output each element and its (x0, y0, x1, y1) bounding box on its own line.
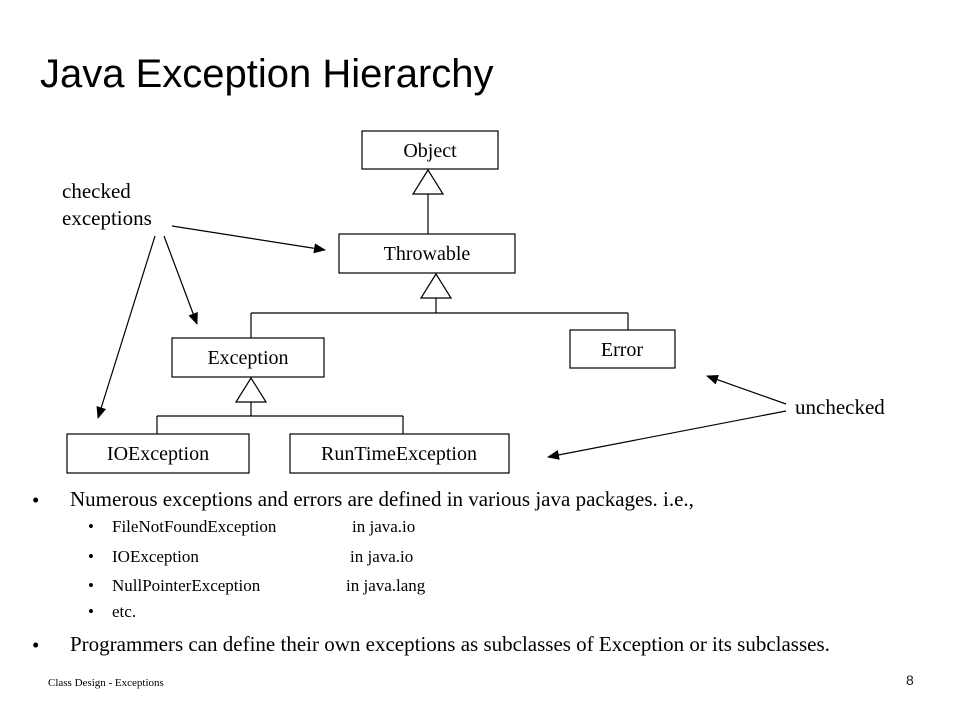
bullet-main-2: Programmers can define their own excepti… (70, 632, 830, 656)
node-exception-label: Exception (207, 347, 288, 369)
bullet-main-1: Numerous exceptions and errors are defin… (70, 487, 694, 511)
checked-arrow-ioexception (96, 235, 156, 419)
inheritance-triangle (234, 376, 268, 403)
bullet-dot: • (32, 633, 40, 657)
inheritance-triangle (411, 168, 445, 195)
sub-bullet-name: FileNotFoundException (112, 517, 277, 536)
node-error: Error (569, 329, 676, 369)
node-ioexception: IOException (66, 433, 250, 474)
checked-exceptions-label: checked exceptions (62, 179, 152, 230)
node-error-label: Error (601, 339, 644, 361)
node-object: Object (361, 130, 499, 170)
node-throwable-label: Throwable (384, 243, 471, 265)
inheritance-triangle (419, 272, 453, 299)
unchecked-label: unchecked (795, 395, 885, 419)
sub-bullet-name: NullPointerException (112, 576, 261, 595)
bullet-dot: • (88, 576, 94, 595)
page-number: 8 (906, 672, 914, 688)
sub-bullet-package: in java.io (352, 517, 416, 536)
sub-bullet-name: etc. (112, 602, 137, 621)
node-runtimeexception: RunTimeException (289, 433, 510, 474)
node-exception: Exception (171, 337, 325, 378)
unchecked-arrow-error (706, 374, 787, 405)
checked-arrow-exception (163, 235, 198, 325)
node-object-label: Object (403, 140, 457, 162)
checked-arrow-throwable (171, 225, 326, 254)
bullet-dot: • (32, 488, 40, 512)
sub-bullet-package: in java.io (350, 547, 414, 566)
node-throwable: Throwable (338, 233, 516, 274)
bullet-dot: • (88, 517, 94, 536)
sub-bullet-name: IOException (112, 547, 199, 566)
sub-bullet-package: in java.lang (346, 576, 426, 595)
slide-footer: Class Design - Exceptions (48, 677, 164, 689)
slide-title: Java Exception Hierarchy (40, 52, 494, 96)
node-ioexception-label: IOException (107, 443, 209, 465)
node-runtimeexception-label: RunTimeException (321, 443, 477, 465)
bullet-dot: • (88, 547, 94, 566)
unchecked-arrow-runtime (547, 410, 787, 460)
bullet-dot: • (88, 602, 94, 621)
